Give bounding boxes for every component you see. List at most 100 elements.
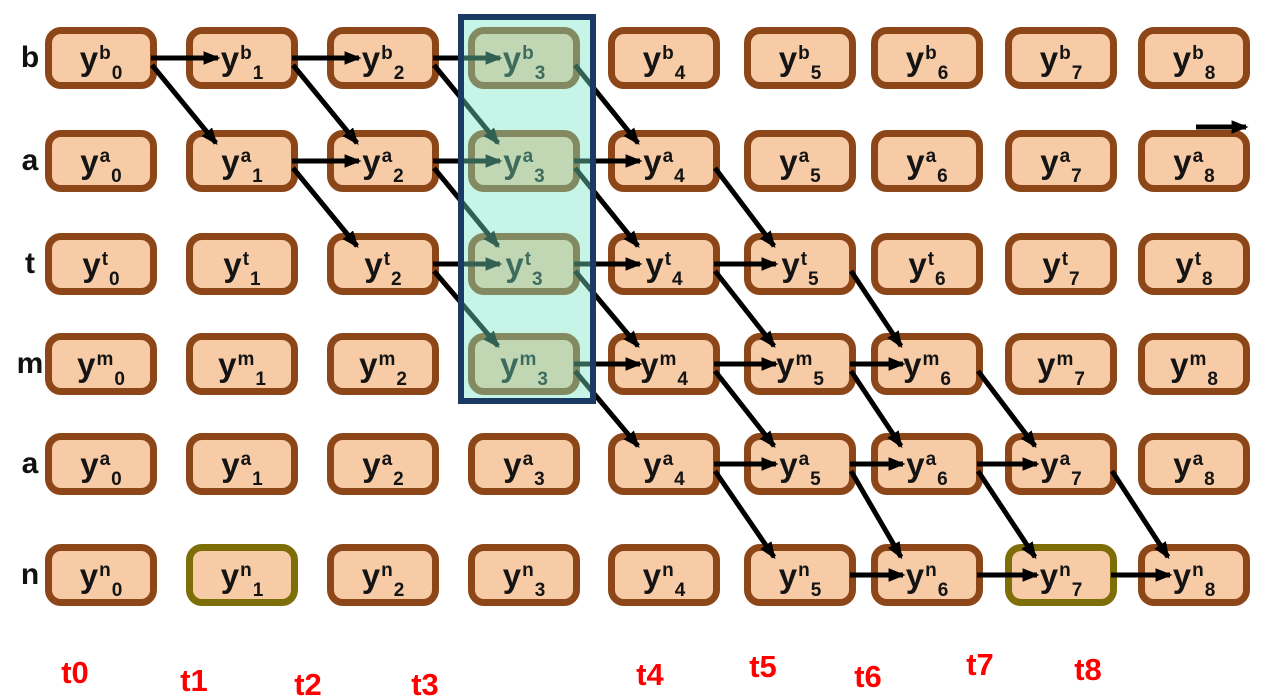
state-base-glyph: y	[640, 345, 659, 383]
state-superscript: b	[1192, 42, 1204, 64]
state-box-1-6: ya6	[871, 130, 983, 192]
state-box-2-4: yt4	[608, 233, 720, 295]
state-label: ym4	[640, 345, 688, 389]
state-label: ya7	[1040, 142, 1082, 186]
state-label: ya1	[221, 145, 263, 186]
state-box-3-7: ym7	[1005, 333, 1117, 395]
state-box-4-7: ya7	[1005, 433, 1117, 495]
state-label: ya0	[80, 142, 122, 186]
state-superscript: a	[381, 145, 393, 167]
state-label: yn3	[502, 556, 546, 600]
state-superscript: t	[1061, 248, 1069, 270]
state-superscript: m	[1189, 348, 1207, 370]
state-superscript: t	[242, 248, 250, 270]
state-label: yt0	[82, 248, 119, 289]
state-superscript: m	[96, 348, 114, 370]
state-subscript: 7	[1069, 268, 1080, 290]
state-base-glyph: y	[1039, 39, 1059, 77]
time-label-t3: t3	[411, 667, 439, 696]
state-label: yb4	[643, 42, 686, 83]
row-label-m: m	[16, 347, 44, 380]
state-superscript: m	[922, 348, 940, 370]
state-base-glyph: y	[778, 39, 798, 77]
state-base-glyph: y	[77, 345, 96, 383]
state-superscript: a	[240, 145, 252, 167]
state-superscript: a	[662, 145, 674, 167]
state-base-glyph: y	[505, 245, 524, 283]
state-subscript: 6	[937, 62, 949, 84]
state-label: yn6	[905, 556, 949, 600]
state-subscript: 5	[810, 165, 821, 187]
state-subscript: 8	[1204, 468, 1215, 490]
state-base-glyph: y	[905, 556, 925, 594]
state-label: yb7	[1039, 39, 1083, 83]
state-superscript: n	[798, 559, 810, 581]
state-base-glyph: y	[80, 142, 99, 180]
state-label: yb6	[905, 39, 949, 83]
state-subscript: 3	[532, 268, 543, 290]
state-box-5-0: yn0	[45, 544, 157, 606]
state-base-glyph: y	[502, 556, 522, 594]
state-base-glyph: y	[643, 445, 662, 483]
state-subscript: 7	[1071, 579, 1083, 601]
state-subscript: 1	[252, 165, 263, 187]
state-superscript: b	[381, 42, 393, 64]
state-box-0-6: yb6	[871, 27, 983, 89]
time-label-t6: t6	[854, 659, 882, 694]
state-label: ym3	[500, 348, 548, 389]
state-superscript: a	[522, 145, 534, 167]
state-box-3-6: ym6	[871, 333, 983, 395]
state-base-glyph: y	[223, 245, 242, 283]
state-superscript: b	[99, 42, 111, 64]
state-base-glyph: y	[80, 445, 99, 483]
state-subscript: 5	[813, 368, 824, 390]
state-label: yn5	[779, 559, 822, 600]
state-subscript: 5	[810, 468, 821, 490]
state-label: ya7	[1040, 448, 1082, 489]
state-base-glyph: y	[905, 39, 925, 77]
row-label-a: a	[21, 447, 39, 480]
state-base-glyph: y	[503, 445, 522, 483]
state-superscript: n	[1059, 559, 1071, 581]
state-base-glyph: y	[362, 142, 381, 180]
state-label: ym6	[903, 348, 951, 389]
state-label: ym5	[776, 348, 824, 389]
state-box-5-2: yn2	[327, 544, 439, 606]
state-superscript: n	[662, 559, 674, 581]
state-label: yb1	[221, 42, 264, 83]
state-subscript: 5	[808, 268, 819, 290]
state-subscript: 0	[111, 468, 122, 490]
state-box-2-0: yt0	[45, 233, 157, 295]
state-base-glyph: y	[502, 39, 522, 77]
state-box-0-0: yb0	[45, 27, 157, 89]
state-label: yb2	[362, 42, 405, 83]
state-label: ym1	[218, 348, 266, 389]
state-superscript: m	[1056, 348, 1074, 370]
state-subscript: 3	[534, 468, 545, 490]
state-subscript: 8	[1207, 368, 1218, 390]
state-box-5-3: yn3	[468, 544, 580, 606]
state-base-glyph: y	[1172, 39, 1192, 77]
state-subscript: 8	[1204, 165, 1215, 187]
state-label: ya0	[80, 445, 122, 489]
state-superscript: a	[522, 448, 534, 470]
state-label: yt8	[1175, 248, 1212, 289]
state-superscript: b	[240, 42, 252, 64]
state-base-glyph: y	[645, 245, 664, 283]
state-label: yt6	[908, 248, 945, 289]
state-subscript: 8	[1202, 268, 1213, 290]
state-superscript: a	[925, 448, 937, 470]
state-box-5-8: yn8	[1138, 544, 1250, 606]
state-base-glyph: y	[643, 142, 662, 180]
state-superscript: a	[1059, 145, 1071, 167]
state-superscript: n	[522, 559, 534, 581]
state-box-1-2: ya2	[327, 130, 439, 192]
state-label: ya2	[362, 142, 404, 186]
time-label-t0: t0	[61, 655, 89, 690]
state-subscript: 1	[255, 368, 266, 390]
state-box-1-0: ya0	[45, 130, 157, 192]
state-base-glyph: y	[906, 445, 925, 483]
state-base-glyph: y	[364, 245, 383, 283]
state-label: ym0	[77, 345, 125, 389]
state-base-glyph: y	[1040, 142, 1059, 180]
